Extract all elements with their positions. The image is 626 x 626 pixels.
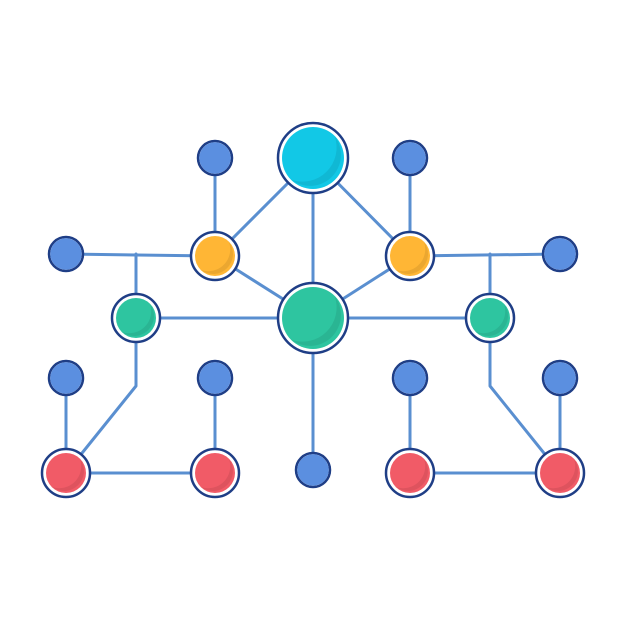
node-shade bbox=[201, 242, 233, 274]
node-orange-right bbox=[384, 230, 436, 282]
node-blue-bottom-center bbox=[294, 451, 332, 489]
node-fill bbox=[540, 453, 580, 493]
node-fill bbox=[199, 362, 231, 394]
node-green-left bbox=[110, 292, 162, 344]
edge-green-right-to-red-4 bbox=[488, 316, 562, 475]
node-blue-low-4 bbox=[541, 359, 579, 397]
node-red-1 bbox=[40, 447, 92, 499]
node-fill bbox=[116, 298, 156, 338]
node-fill bbox=[394, 362, 426, 394]
node-blue-mid-left bbox=[47, 235, 85, 273]
edge-green-left-to-red-1 bbox=[64, 316, 138, 475]
node-blue-low-1 bbox=[47, 359, 85, 397]
node-shade bbox=[52, 459, 84, 492]
node-fill bbox=[544, 362, 576, 394]
node-layer bbox=[40, 121, 586, 499]
node-shade bbox=[201, 459, 233, 491]
node-hub-center bbox=[276, 281, 350, 355]
node-fill bbox=[390, 236, 430, 276]
node-blue-top-right bbox=[391, 139, 429, 177]
node-red-2 bbox=[189, 447, 241, 499]
node-orange-left bbox=[189, 230, 241, 282]
node-shade bbox=[291, 296, 341, 346]
node-fill bbox=[50, 362, 82, 394]
node-fill bbox=[50, 238, 82, 270]
node-red-3 bbox=[384, 447, 436, 499]
node-fill bbox=[199, 142, 231, 174]
node-blue-low-2 bbox=[196, 359, 234, 397]
node-green-right bbox=[464, 292, 516, 344]
node-fill bbox=[282, 127, 344, 189]
node-fill bbox=[46, 453, 86, 493]
node-fill bbox=[297, 454, 329, 486]
node-blue-low-3 bbox=[391, 359, 429, 397]
node-red-4 bbox=[534, 447, 586, 499]
node-shade bbox=[396, 242, 428, 274]
node-fill bbox=[195, 453, 235, 493]
node-fill bbox=[390, 453, 430, 493]
node-shade bbox=[122, 304, 155, 337]
node-shade bbox=[396, 459, 428, 491]
node-fill bbox=[470, 298, 510, 338]
node-hub-top bbox=[276, 121, 350, 195]
node-shade bbox=[476, 304, 508, 336]
node-shade bbox=[546, 459, 578, 491]
node-fill bbox=[544, 238, 576, 270]
node-shade bbox=[291, 136, 341, 186]
node-fill bbox=[195, 236, 235, 276]
node-fill bbox=[394, 142, 426, 174]
node-blue-top-left bbox=[196, 139, 234, 177]
node-fill bbox=[282, 287, 344, 349]
node-blue-mid-right bbox=[541, 235, 579, 273]
